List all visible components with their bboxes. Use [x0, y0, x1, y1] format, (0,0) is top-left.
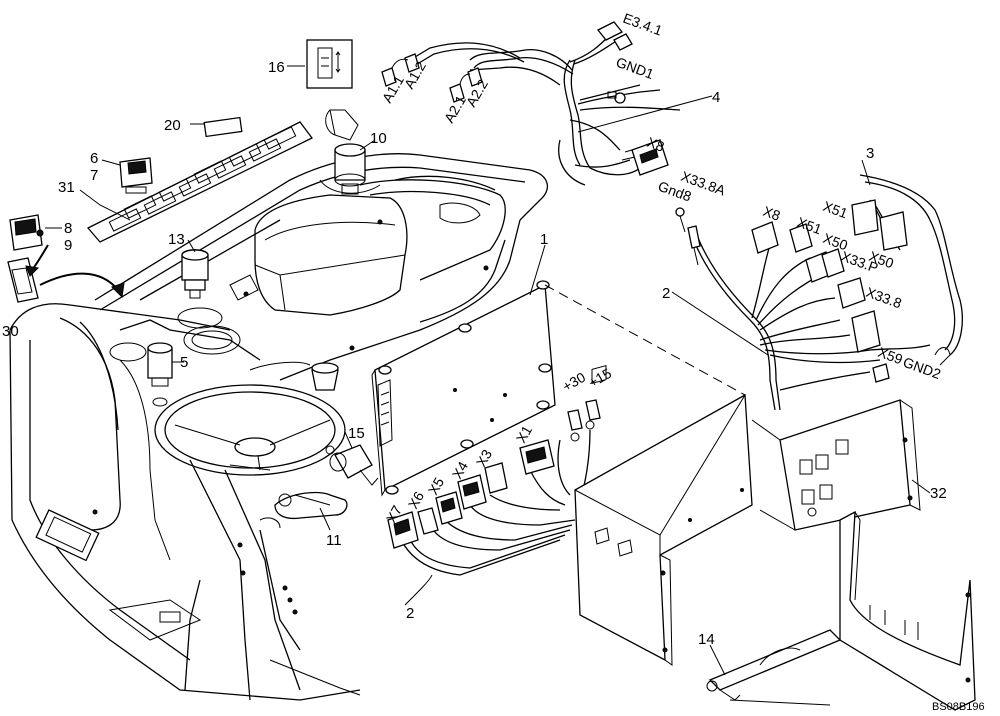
ignition-switch-part-15 — [325, 444, 379, 486]
harness-part-3 — [675, 174, 963, 411]
callout-8: 8 — [64, 220, 72, 237]
rocker-switch-part-8 — [9, 214, 44, 251]
callout-3: 3 — [866, 145, 874, 162]
callout-4: 4 — [712, 89, 720, 106]
handle-part-14 — [706, 629, 842, 706]
connector-gnd1: GND1 — [614, 54, 656, 82]
rotary-switch-part-10 — [319, 109, 381, 195]
connector-x6: X6 — [405, 488, 428, 511]
decal-part-16 — [306, 39, 353, 89]
callout-7: 7 — [90, 167, 98, 184]
ecu-board-part-1 — [371, 280, 746, 497]
callout-6: 6 — [90, 150, 98, 167]
harness-part-4 — [381, 21, 681, 186]
callout-9: 9 — [64, 237, 72, 254]
callout-11: 11 — [326, 532, 342, 549]
callout-20: 20 — [164, 117, 181, 134]
connector-e3-4-1: E3.4.1 — [621, 10, 665, 39]
connector-x3: X3 — [473, 446, 496, 469]
connector-plus15: +15 — [586, 365, 615, 391]
push-button-part-13 — [181, 249, 209, 299]
column-switch-part-11 — [259, 491, 348, 529]
callout-1: 1 — [540, 231, 548, 248]
install-arrow — [39, 272, 119, 291]
switch-panel-part-31 — [86, 121, 313, 243]
harness-part-2-lower — [387, 399, 601, 576]
install-arrow-head — [111, 282, 125, 299]
callout-32: 32 — [930, 485, 947, 502]
connector-x8-right: X8 — [761, 203, 783, 224]
connector-a1-2: A1.2 — [401, 58, 429, 91]
connector-x8-top: X8 — [645, 134, 667, 155]
connector-x1: X1 — [513, 422, 536, 445]
leader-lines — [45, 65, 931, 676]
blank-plug-part-20 — [203, 116, 243, 138]
connector-x59: X59 — [876, 344, 905, 368]
drawing-reference-code: BS08B196 — [932, 701, 985, 713]
callout-13: 13 — [168, 231, 185, 248]
rocker-switch-part-6 — [119, 157, 153, 194]
bezel-part-30 — [7, 257, 39, 303]
knob-part — [311, 362, 339, 391]
callout-10: 10 — [370, 130, 387, 147]
connector-x4: X4 — [449, 458, 472, 481]
ecu-housing-bracket — [574, 364, 753, 666]
connector-x51-top: X51 — [821, 198, 850, 222]
connector-x5: X5 — [425, 474, 448, 497]
connector-plus30: +30 — [560, 369, 589, 395]
connector-gnd2: GND2 — [901, 354, 943, 382]
curved-shield-plate — [839, 510, 976, 711]
callout-labels: 16 20 6 7 31 8 9 30 10 13 5 15 11 4 3 2 … — [2, 59, 947, 648]
callout-15: 15 — [348, 425, 365, 442]
steering-wheel-drawing — [154, 384, 346, 476]
callout-31: 31 — [58, 179, 75, 196]
install-arrow-2 — [31, 244, 49, 271]
push-button-part-5 — [147, 342, 173, 407]
callout-16: 16 — [268, 59, 285, 76]
callout-2-right: 2 — [662, 285, 670, 302]
cover-plate-part-32 — [751, 399, 921, 531]
install-arrow-2-head — [25, 265, 40, 277]
callout-5: 5 — [180, 354, 188, 371]
callout-2-left: 2 — [406, 605, 414, 622]
callout-30: 30 — [2, 323, 19, 340]
connector-x7: X7 — [383, 502, 406, 525]
callout-14: 14 — [698, 631, 715, 648]
connector-x33-8: X33.8 — [864, 284, 904, 312]
connector-a2-2: A2.2 — [463, 76, 491, 109]
